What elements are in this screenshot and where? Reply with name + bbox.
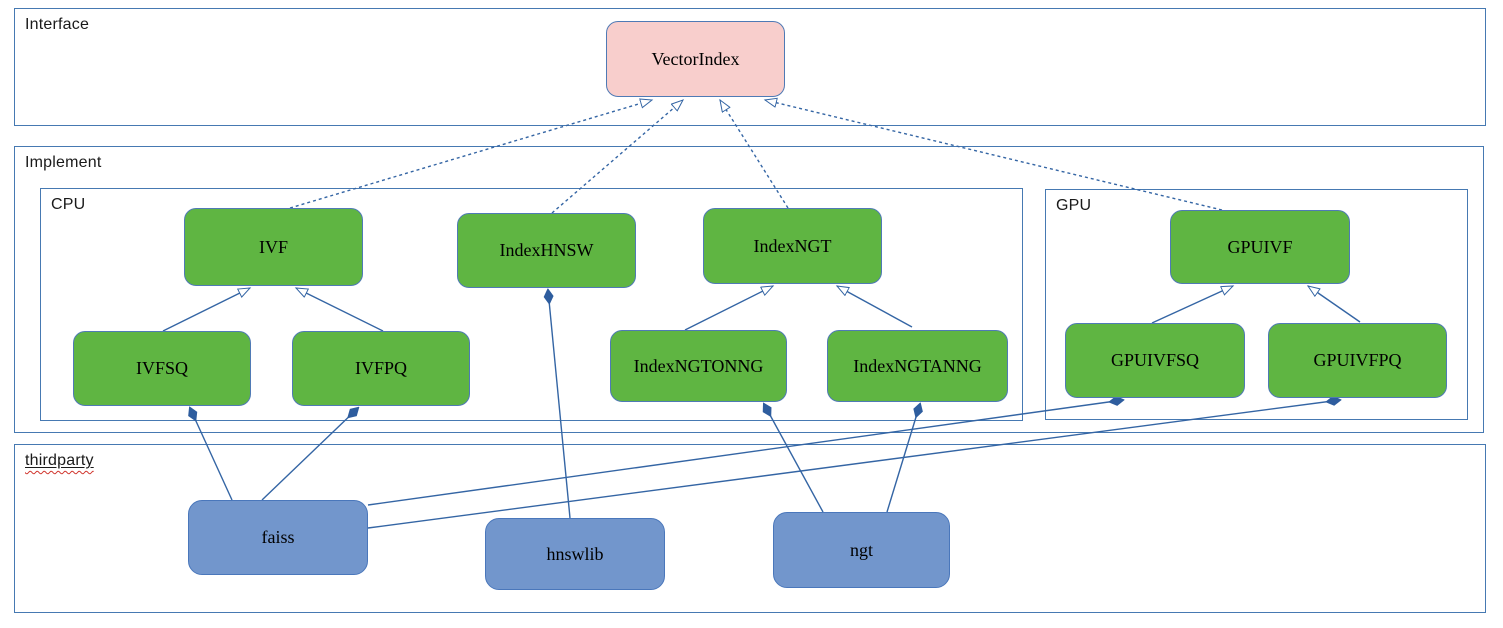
edge-ivfpq-to-ivf bbox=[296, 287, 384, 332]
edge-gpuivfpq-to-gpuivf bbox=[1308, 286, 1361, 323]
node-gpuivf[interactable]: GPUIVF bbox=[1170, 210, 1350, 284]
edge-indexngt-to-vectorindex bbox=[720, 100, 789, 209]
container-gpu: GPU bbox=[1045, 189, 1468, 420]
node-ivfpq-label: IVFPQ bbox=[354, 358, 407, 378]
node-hnswlib-label: hnswlib bbox=[546, 543, 604, 564]
container-thirdparty: thirdparty bbox=[14, 444, 1486, 613]
node-indexngtonng-label: IndexNGTONNG bbox=[633, 355, 764, 376]
edge-ivf-to-vectorindex bbox=[289, 100, 652, 209]
edge-gpuivf-to-vectorindex bbox=[765, 100, 1223, 211]
container-interface-label: Interface bbox=[25, 16, 90, 33]
node-indexhnsw-label: IndexHNSW bbox=[499, 240, 594, 260]
node-ivfsq-label: IVFSQ bbox=[135, 358, 188, 378]
container-cpu: CPU bbox=[40, 188, 1023, 421]
node-gpuivfsq[interactable]: GPUIVFSQ bbox=[1065, 323, 1245, 398]
node-hnswlib[interactable]: hnswlib bbox=[485, 518, 665, 590]
node-vectorindex[interactable]: VectorIndex bbox=[606, 21, 785, 97]
node-indexhnsw[interactable]: IndexHNSW bbox=[457, 213, 636, 288]
node-indexngt-label: IndexNGT bbox=[753, 235, 832, 256]
edge-ngt-to-indexngtonng bbox=[764, 404, 824, 513]
edge-indexhnsw-to-vectorindex bbox=[551, 100, 683, 214]
container-cpu-label: CPU bbox=[51, 196, 86, 213]
node-ivf[interactable]: IVF bbox=[184, 208, 363, 286]
node-indexngtanng[interactable]: IndexNGTANNG bbox=[827, 330, 1008, 402]
node-gpuivf-label: GPUIVF bbox=[1227, 236, 1293, 257]
container-gpu-label: GPU bbox=[1056, 197, 1092, 214]
node-ngt-label: ngt bbox=[849, 539, 873, 560]
node-ivfsq[interactable]: IVFSQ bbox=[73, 331, 251, 406]
node-ivfpq[interactable]: IVFPQ bbox=[292, 331, 470, 406]
node-faiss-label: faiss bbox=[261, 527, 295, 547]
node-vectorindex-label: VectorIndex bbox=[651, 48, 740, 69]
node-ngt[interactable]: ngt bbox=[773, 512, 950, 588]
edge-faiss-to-gpuivfsq bbox=[367, 400, 1123, 506]
node-gpuivfpq-label: GPUIVFPQ bbox=[1313, 350, 1402, 370]
node-indexngtanng-label: IndexNGTANNG bbox=[853, 355, 982, 376]
node-gpuivfsq-label: GPUIVFSQ bbox=[1110, 350, 1200, 370]
edge-faiss-to-ivfpq bbox=[261, 408, 358, 501]
edge-indexngtanng-to-indexngt bbox=[837, 286, 913, 328]
edge-faiss-to-gpuivfpq bbox=[367, 400, 1340, 529]
container-implement-label: Implement bbox=[25, 154, 102, 171]
edge-hnswlib-to-indexhnsw bbox=[548, 290, 571, 519]
node-indexngt[interactable]: IndexNGT bbox=[703, 208, 882, 284]
edge-indexngtonng-to-indexngt bbox=[684, 285, 773, 331]
node-ivf-label: IVF bbox=[258, 236, 288, 257]
edge-ivfsq-to-ivf bbox=[162, 287, 250, 332]
node-indexngtonng[interactable]: IndexNGTONNG bbox=[610, 330, 787, 402]
container-thirdparty-label: thirdparty bbox=[25, 452, 94, 469]
container-interface: Interface bbox=[14, 8, 1486, 126]
node-gpuivfpq[interactable]: GPUIVFPQ bbox=[1268, 323, 1447, 398]
edge-gpuivfsq-to-gpuivf bbox=[1151, 285, 1233, 324]
edge-faiss-to-ivfsq bbox=[190, 408, 233, 501]
node-faiss[interactable]: faiss bbox=[188, 500, 368, 575]
